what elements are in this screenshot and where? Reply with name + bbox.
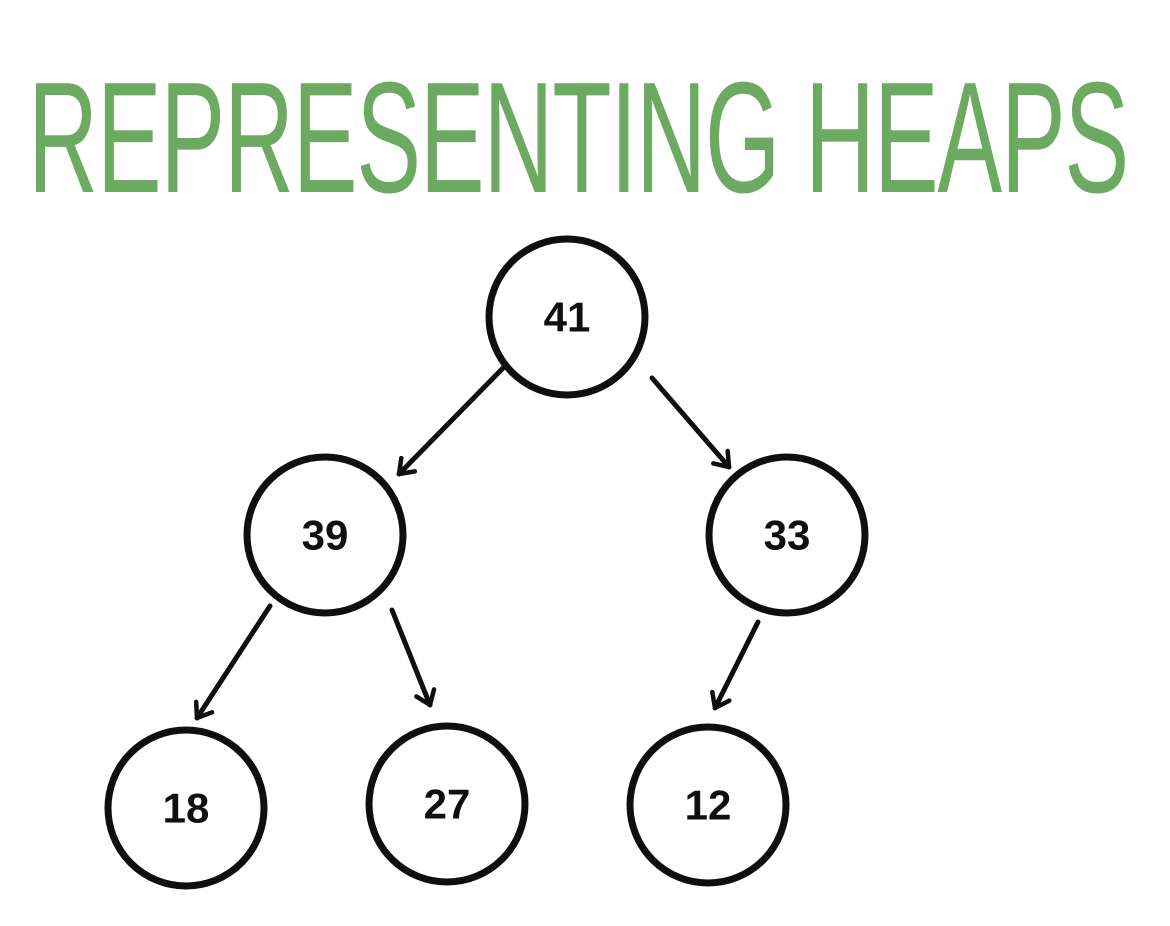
tree-edge-root-R (649, 375, 732, 470)
node-circle-12 (626, 723, 790, 887)
nodes-layer: 41 39 33 18 27 12 (104, 235, 869, 890)
tree-node-12: 12 (626, 723, 790, 887)
tree-node-27: 27 (365, 722, 529, 886)
tree-edge-root-L (396, 363, 508, 477)
tree-node-33: 33 (705, 453, 869, 617)
tree-node-18: 18 (104, 726, 268, 890)
node-circle-33 (705, 453, 869, 617)
node-value-39: 39 (302, 512, 349, 559)
node-value-33: 33 (764, 512, 811, 559)
tree-edge-R-RL (710, 619, 761, 711)
page-title: REPRESENTING HEAPS (28, 50, 1128, 226)
node-circle-39 (243, 453, 407, 617)
node-value-41: 41 (544, 294, 591, 341)
tree-node-41: 41 (485, 235, 649, 399)
edges-layer (193, 363, 761, 721)
node-value-18: 18 (163, 785, 210, 832)
tree-edge-L-LR (389, 607, 437, 708)
node-circle-41 (485, 235, 649, 399)
tree-node-39: 39 (243, 453, 407, 617)
node-value-27: 27 (424, 781, 471, 828)
node-circle-18 (104, 726, 268, 890)
node-circle-27 (365, 722, 529, 886)
tree-edge-L-LL (193, 603, 273, 721)
node-value-12: 12 (685, 782, 732, 829)
